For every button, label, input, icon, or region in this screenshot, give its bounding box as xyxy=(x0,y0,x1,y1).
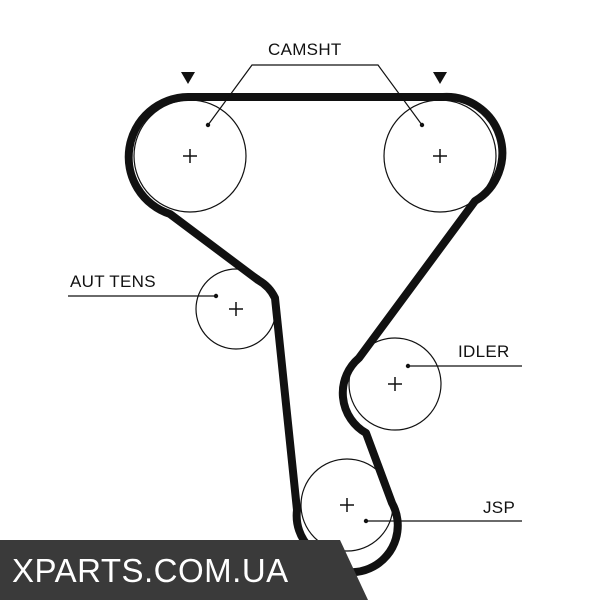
auto-tensioner-label: AUT TENS xyxy=(70,272,156,291)
idler-label: IDLER xyxy=(458,342,510,361)
right-timing-mark-icon xyxy=(433,72,447,84)
auto-tensioner-pulley xyxy=(195,268,277,350)
left-camshaft-pulley xyxy=(133,99,247,213)
timing-belt xyxy=(124,92,507,577)
camshaft-label: CAMSHT xyxy=(268,40,342,59)
jsp-center-icon xyxy=(340,498,354,512)
watermark-banner: XPARTS.COM.UA xyxy=(0,540,368,600)
right-camshaft-pulley xyxy=(383,99,497,213)
idler-center-icon xyxy=(388,377,402,391)
auto-tensioner-center-icon xyxy=(229,302,243,316)
watermark-text: XPARTS.COM.UA xyxy=(12,552,289,589)
right-camshaft-leader-dot xyxy=(419,122,425,128)
left-camshaft-center-icon xyxy=(183,149,197,163)
idler-leader-dot xyxy=(405,363,411,369)
idler-pulley xyxy=(348,337,442,431)
jsp-label: JSP xyxy=(483,498,516,517)
jsp-leader-dot xyxy=(363,518,369,524)
camshaft-leader-lines xyxy=(207,64,423,126)
jsp-pulley xyxy=(300,458,394,552)
left-timing-mark-icon xyxy=(181,72,195,84)
auto-tensioner-leader-dot xyxy=(213,293,219,299)
left-camshaft-leader-dot xyxy=(205,122,211,128)
right-camshaft-center-icon xyxy=(433,149,447,163)
